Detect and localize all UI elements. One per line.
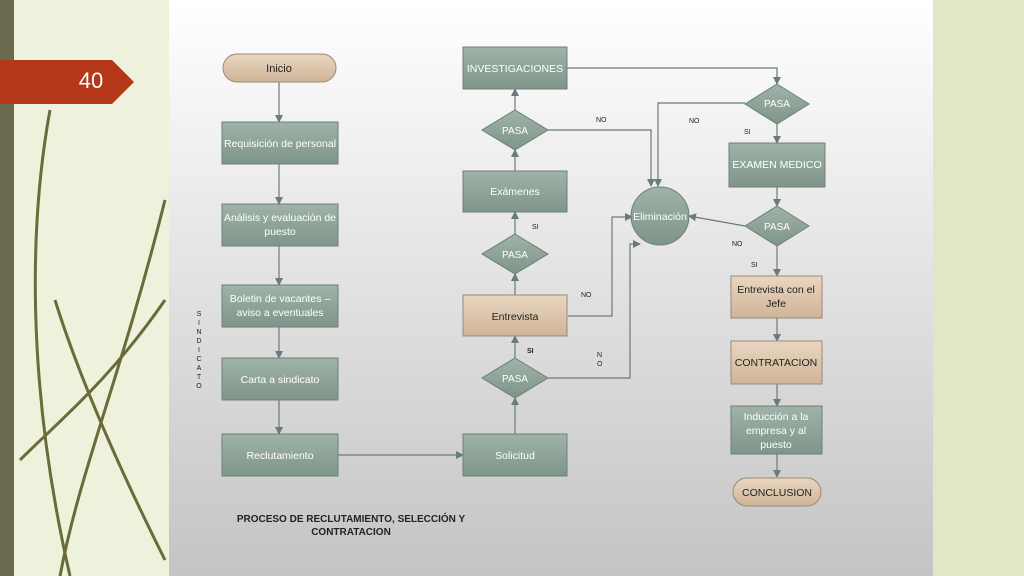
- node-examenes: [462, 170, 568, 213]
- node-eliminacion-label: Eliminación: [633, 211, 687, 223]
- edge-solicitud-no-eliminacion: [548, 240, 641, 379]
- node-induccion-label-2: empresa y al: [746, 425, 806, 437]
- sindicato-letter: C: [196, 356, 201, 363]
- label-si-solicitud: SI: [527, 348, 534, 355]
- edge-investigaciones-pasa: [567, 67, 781, 85]
- node-examen-medico-label: EXAMEN MEDICO: [732, 159, 821, 171]
- decision-pasa-investigaciones-label: PASA: [764, 99, 790, 110]
- node-entrevista-label: Entrevista: [492, 311, 539, 323]
- decision-pasa-examenes: [481, 109, 549, 151]
- node-reclutamiento: [221, 433, 339, 477]
- node-requisicion: [221, 121, 339, 165]
- node-carta: [221, 357, 339, 401]
- diagram-title-line-1: PROCESO DE RECLUTAMIENTO, SELECCIÓN Y: [237, 512, 466, 525]
- node-entrevista: [462, 294, 568, 337]
- label-no-solicitud-n: N: [597, 352, 602, 359]
- decision-pasa-medico-label: PASA: [764, 222, 790, 233]
- slide-number: 40: [78, 68, 104, 93]
- edges: [275, 67, 781, 478]
- node-induccion-label-3: puesto: [760, 439, 792, 451]
- sindicato-letter: I: [198, 347, 200, 354]
- edge-examenes-no-eliminacion: [548, 129, 655, 187]
- sindicato-letter: S: [197, 311, 202, 318]
- node-entrevista-jefe-label-1: Entrevista con el: [737, 284, 815, 296]
- decision-pasa-investigaciones: [744, 83, 810, 125]
- decorative-curves: [18, 109, 167, 576]
- node-induccion: [730, 405, 823, 455]
- label-no-investigaciones: NO: [689, 118, 700, 125]
- node-induccion-label-1: Inducción a la: [744, 411, 809, 423]
- sindicato-letter: O: [196, 383, 202, 390]
- node-boletin-label-1: Boletin de vacantes –: [230, 293, 331, 305]
- node-boletin: [221, 284, 339, 328]
- decision-pasa-solicitud: [481, 357, 549, 399]
- diagram-title-line-2: CONTRATACION: [311, 527, 391, 538]
- node-conclusion-label: CONCLUSION: [742, 487, 812, 499]
- label-si-investigaciones: SI: [744, 129, 751, 136]
- node-eliminacion: [630, 186, 690, 246]
- label-no-examenes: NO: [596, 117, 607, 124]
- node-examen-medico: [728, 142, 826, 188]
- slide-number-badge: [0, 60, 134, 104]
- decision-pasa-entrevista: [481, 233, 549, 275]
- label-si-medico: SI: [751, 262, 758, 269]
- decision-pasa-medico: [744, 205, 810, 247]
- node-carta-label: Carta a sindicato: [241, 374, 320, 386]
- decision-pasa-examenes-label: PASA: [502, 126, 528, 137]
- sindicato-letter: N: [196, 329, 201, 336]
- node-entrevista-jefe-label-2: Jefe: [766, 298, 786, 310]
- node-solicitud-label: Solicitud: [495, 450, 535, 462]
- node-requisicion-label: Requisición de personal: [224, 138, 336, 150]
- left-accent-bar: [0, 0, 14, 576]
- node-reclutamiento-label: Reclutamiento: [246, 450, 313, 462]
- node-inicio-label: Inicio: [266, 63, 292, 75]
- node-examenes-label: Exámenes: [490, 186, 540, 198]
- node-investigaciones-label: INVESTIGACIONES: [467, 63, 563, 75]
- edge-entrevista-no-eliminacion: [568, 213, 633, 317]
- node-analisis: [221, 203, 339, 247]
- sindicato-letter: I: [198, 320, 200, 327]
- decision-pasa-entrevista-label: PASA: [502, 250, 528, 261]
- label-si-entrevista: SI: [532, 224, 539, 231]
- node-solicitud: [462, 433, 568, 477]
- label-no-solicitud-o: O: [597, 361, 603, 368]
- node-analisis-label-1: Análisis y evaluación de: [224, 212, 336, 224]
- label-no-entrevista: NO: [581, 292, 592, 299]
- decision-pasa-solicitud-label: PASA: [502, 374, 528, 385]
- node-entrevista-jefe: [730, 275, 823, 319]
- label-no-medico: NO: [732, 241, 743, 248]
- node-boletin-label-2: aviso a eventuales: [237, 307, 324, 319]
- edge-labels: SI N O NO SI NO NO SI NO SI: [527, 117, 758, 368]
- edge-investigaciones-no-eliminacion: [654, 102, 745, 187]
- sindicato-vertical-label: S I N D I C A T O: [196, 311, 202, 390]
- node-investigaciones: [462, 46, 568, 90]
- node-contratacion: [730, 340, 823, 385]
- sindicato-letter: T: [197, 374, 202, 381]
- edge-medico-no-eliminacion: [688, 213, 746, 227]
- node-conclusion: [732, 477, 822, 507]
- right-band: [933, 0, 1024, 576]
- sindicato-letter: A: [197, 365, 202, 372]
- sindicato-letter: D: [196, 338, 201, 345]
- node-inicio: [222, 53, 337, 83]
- node-contratacion-label: CONTRATACION: [735, 357, 817, 369]
- node-analisis-label-2: puesto: [264, 226, 296, 238]
